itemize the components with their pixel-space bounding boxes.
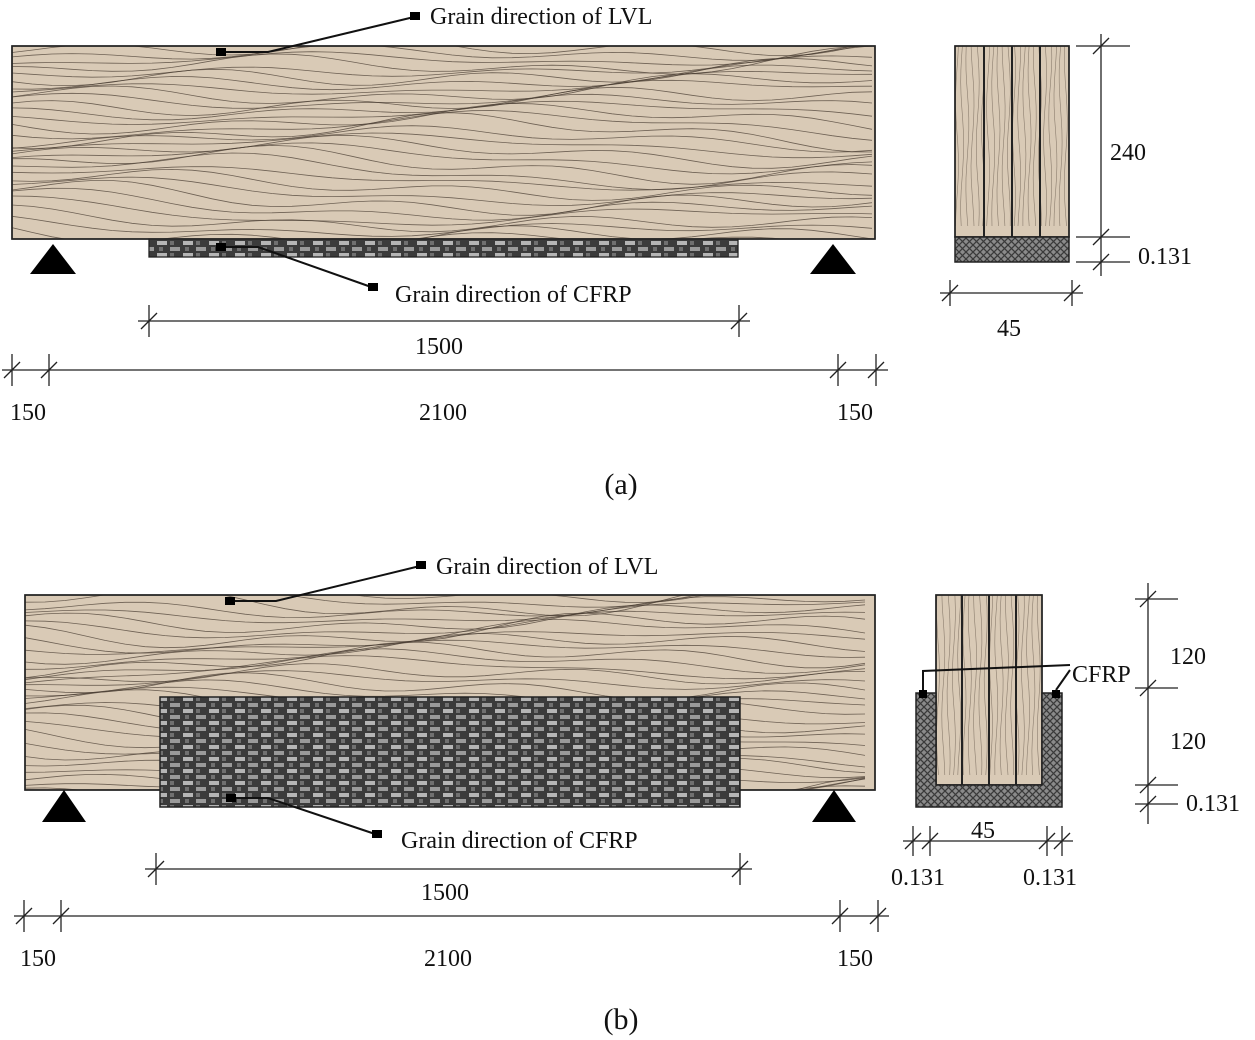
support-right: [810, 244, 856, 274]
cfrp-grain-pointer: [216, 243, 378, 291]
dim-section-width: [940, 280, 1083, 306]
cfrp-grain-label: Grain direction of CFRP: [401, 828, 638, 854]
side-left-thickness-value: 0.131: [891, 865, 945, 891]
support-right: [812, 790, 856, 822]
dim-cfrp-length: [138, 305, 750, 337]
caption-a: (a): [604, 468, 637, 501]
cfrp-length-value: 1500: [415, 334, 463, 360]
section-width-value: 45: [971, 818, 995, 844]
cfrp-strip: [148, 238, 739, 258]
overhang-left-value: 150: [10, 400, 46, 426]
cfrp-grain-label: Grain direction of CFRP: [395, 282, 632, 308]
section-width-value: 45: [997, 316, 1021, 342]
cross-section-a: [954, 45, 1070, 263]
caption-b: (b): [604, 1003, 639, 1036]
dim-span: [2, 354, 888, 386]
cross-section-b: [915, 594, 1063, 808]
overhang-right-value: 150: [837, 400, 873, 426]
cfrp-thickness-value: 0.131: [1138, 244, 1192, 270]
lvl-grain-pointer: [216, 12, 420, 56]
span-value: 2100: [419, 400, 467, 426]
cfrp-length-value: 1500: [421, 880, 469, 906]
span-value: 2100: [424, 946, 472, 972]
lvl-grain-label: Grain direction of LVL: [436, 554, 658, 580]
dim-span: [14, 900, 889, 932]
lvl-grain-label: Grain direction of LVL: [430, 4, 652, 30]
cfrp-sheet: [159, 696, 741, 808]
cfrp-pointer: [919, 664, 1071, 698]
panel-a: Grain direction of LVL Grain direction o…: [2, 4, 1192, 501]
lower-height-value: 120: [1170, 729, 1206, 755]
cfrp-grain-pointer: [226, 794, 382, 838]
support-left: [30, 244, 76, 274]
support-left: [42, 790, 86, 822]
wood-grain: [12, 46, 873, 239]
cfrp-thickness-value: 0.131: [1186, 791, 1240, 817]
dim-section-height: [1076, 34, 1130, 276]
overhang-left-value: 150: [20, 946, 56, 972]
dim-cfrp-length: [145, 853, 752, 885]
overhang-right-value: 150: [837, 946, 873, 972]
lvl-grain-pointer: [225, 561, 426, 605]
section-cfrp-u-wrap: [915, 692, 1063, 808]
side-right-thickness-value: 0.131: [1023, 865, 1077, 891]
dim-section-width: [903, 826, 1073, 856]
upper-height-value: 120: [1170, 644, 1206, 670]
section-cfrp-bottom: [954, 236, 1070, 263]
cfrp-label: CFRP: [1072, 662, 1131, 688]
section-height-value: 240: [1110, 140, 1146, 166]
dim-section-height: [1135, 583, 1178, 824]
panel-b: Grain direction of LVL Grain direction o…: [14, 554, 1240, 1036]
